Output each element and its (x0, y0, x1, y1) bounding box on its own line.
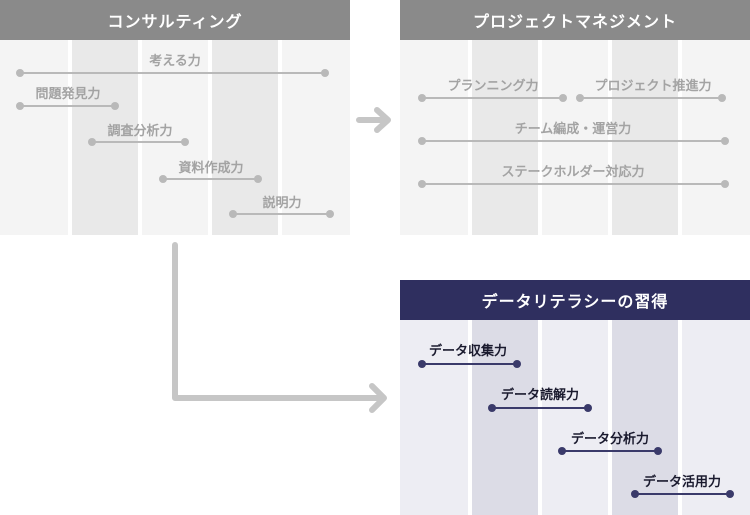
skill-label: 調査分析力 (107, 124, 173, 139)
skill-range-line (163, 178, 258, 180)
column-band (612, 40, 678, 235)
consulting-panel-title: コンサルティング (0, 0, 350, 40)
skill-range-line (422, 140, 725, 142)
skill-range-line (635, 493, 730, 495)
skill-label: 資料作成力 (178, 161, 244, 176)
skill-label: プランニング力 (447, 79, 539, 94)
skill-endpoint-dot (321, 69, 329, 77)
right-arrow-icon (356, 107, 391, 133)
skill-endpoint-dot (718, 94, 726, 102)
column-gap (538, 40, 542, 235)
skill-endpoint-dot (16, 69, 24, 77)
skill-endpoint-dot (418, 360, 426, 368)
skill-label: データ活用力 (642, 475, 722, 490)
skill-label: 問題発見力 (35, 87, 101, 102)
column-gap (468, 320, 472, 515)
consulting-panel-body: 考える力問題発見力調査分析力資料作成力説明力 (0, 40, 350, 235)
skill-endpoint-dot (654, 447, 662, 455)
skill-endpoint-dot (721, 137, 729, 145)
skill-range-line (422, 183, 725, 185)
column-band (682, 40, 750, 235)
skill-range-line (492, 407, 588, 409)
column-gap (468, 40, 472, 235)
down-right-arrow-icon (172, 242, 387, 413)
column-band (542, 40, 608, 235)
skill-range-line (20, 72, 325, 74)
column-gap (608, 320, 612, 515)
skill-range-line (422, 363, 517, 365)
skill-endpoint-dot (513, 360, 521, 368)
skill-label: データ分析力 (570, 432, 650, 447)
skill-endpoint-dot (16, 102, 24, 110)
project-management-panel: プロジェクトマネジメント プランニング力 プロジェクト推進力チーム編成・運営力ステ… (400, 0, 750, 235)
skill-label: 考える力 (149, 54, 201, 69)
skill-label: データ収集力 (428, 344, 508, 359)
skill-range-line (20, 105, 115, 107)
skill-endpoint-dot (418, 94, 426, 102)
skill-range-line (562, 450, 658, 452)
column-band (542, 320, 608, 515)
skill-endpoint-dot (488, 404, 496, 412)
column-band (0, 40, 68, 235)
column-band (612, 320, 678, 515)
column-band (472, 320, 538, 515)
skill-range-line (580, 97, 722, 99)
skill-endpoint-dot (559, 94, 567, 102)
skill-label: ステークホルダー対応力 (501, 165, 645, 180)
skill-label: プロジェクト推進力 (594, 79, 712, 94)
data-literacy-panel: データリテラシーの習得 データ収集力データ読解力データ分析力データ活用力 (400, 280, 750, 515)
column-gap (208, 40, 212, 235)
skill-endpoint-dot (418, 137, 426, 145)
skill-endpoint-dot (254, 175, 262, 183)
column-gap (678, 320, 682, 515)
skill-endpoint-dot (576, 94, 584, 102)
skill-endpoint-dot (721, 180, 729, 188)
skill-endpoint-dot (88, 138, 96, 146)
data-literacy-panel-title: データリテラシーの習得 (400, 280, 750, 320)
data-literacy-panel-body: データ収集力データ読解力データ分析力データ活用力 (400, 320, 750, 515)
skill-endpoint-dot (584, 404, 592, 412)
column-gap (538, 320, 542, 515)
skill-label: 説明力 (262, 196, 302, 211)
skill-endpoint-dot (159, 175, 167, 183)
skill-endpoint-dot (326, 210, 334, 218)
skill-endpoint-dot (229, 210, 237, 218)
skill-range-line (422, 97, 563, 99)
column-gap (278, 40, 282, 235)
project-management-panel-title: プロジェクトマネジメント (400, 0, 750, 40)
skill-label: データ読解力 (500, 388, 580, 403)
skill-endpoint-dot (726, 490, 734, 498)
column-band (400, 40, 468, 235)
column-gap (68, 40, 72, 235)
skill-endpoint-dot (631, 490, 639, 498)
skill-endpoint-dot (181, 138, 189, 146)
skill-endpoint-dot (418, 180, 426, 188)
column-gap (678, 40, 682, 235)
skill-endpoint-dot (558, 447, 566, 455)
project-management-panel-body: プランニング力 プロジェクト推進力チーム編成・運営力ステークホルダー対応力 (400, 40, 750, 235)
skill-range-line (92, 141, 185, 143)
column-band (472, 40, 538, 235)
skill-label: チーム編成・運営力 (514, 122, 632, 137)
skill-range-line (233, 213, 330, 215)
column-gap (608, 40, 612, 235)
column-gap (138, 40, 142, 235)
skill-endpoint-dot (111, 102, 119, 110)
consulting-panel: コンサルティング 考える力問題発見力調査分析力資料作成力説明力 (0, 0, 350, 235)
